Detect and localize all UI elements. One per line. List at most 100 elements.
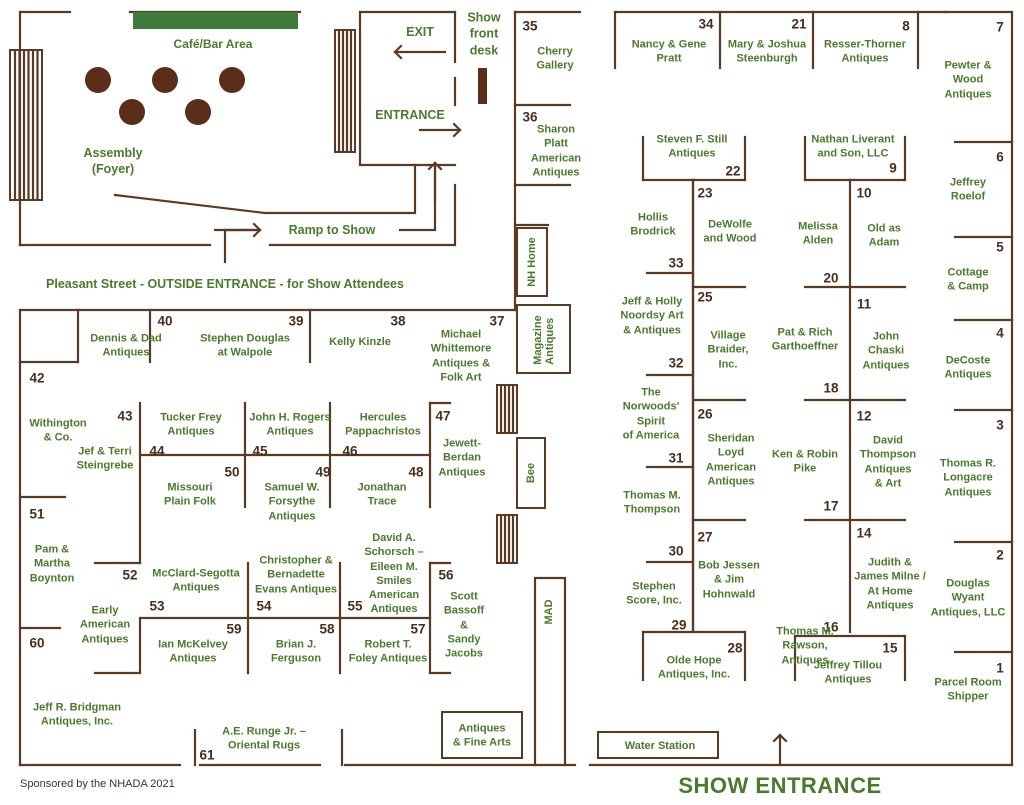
booth-exhibitor: Early American Antiques [79,604,131,646]
booth-exhibitor: Mary & Joshua Steenburgh [727,38,807,65]
wall-line [398,161,437,232]
nh-home-box [516,227,548,297]
booth-exhibitor: Judith & James Milne / At Home Antiques [854,556,926,612]
booth-number: 7 [996,19,1004,35]
booth-number: 45 [252,443,268,459]
display-rack [496,384,518,434]
display-rack [334,29,356,153]
wall-line [533,576,567,767]
booth-exhibitor: Jeffrey Tillou Antiques [813,659,883,686]
wall-line [427,161,443,171]
exit-label: EXIT [406,24,434,39]
wall-line [772,733,788,743]
wall-line [358,10,457,167]
booth-exhibitor: Pam & Martha Boynton [29,543,75,585]
booth-number: 16 [823,619,839,635]
booth-number: 52 [122,567,138,583]
booth-exhibitor: John H. Rogers Antiques [249,411,331,438]
booth-exhibitor: McClard-Segotta Antiques [152,567,240,594]
booth-exhibitor: Scott Bassoff & Sandy Jacobs [443,590,485,660]
booth-number: 46 [342,443,358,459]
booth-number: 59 [226,621,242,637]
table-icon [219,67,245,93]
booth-number: 60 [29,635,45,651]
wall-line [268,183,457,247]
booth-exhibitor: Old as Adam [867,222,901,249]
booth-number: 51 [29,506,45,522]
booth-exhibitor: Bob Jessen & Jim Hohnwald [698,559,760,601]
water-station-label: Water Station [624,739,696,752]
booth-exhibitor: Ian McKelvey Antiques [158,638,228,665]
wall-line [393,44,403,60]
booth-exhibitor: Olde Hope Antiques, Inc. [657,654,731,681]
booth-exhibitor: Jef & Terri Steingrebe [76,445,134,472]
booth-number: 33 [668,255,684,271]
booth-number: 2 [996,547,1004,563]
pleasant-street-label: Pleasant Street - OUTSIDE ENTRANCE - for… [46,276,404,291]
booth-exhibitor: Melissa Alden [798,220,838,247]
booth-number: 28 [727,640,743,656]
booth-exhibitor: Jeffrey Roelof [949,176,987,203]
bee-label: Bee [525,462,537,484]
display-rack [9,49,43,201]
booth-exhibitor: Jeff & Holly Noordsy Art & Antiques [620,295,684,337]
booth-exhibitor: Sheridan Loyd American Antiques [705,432,757,488]
show-entrance-label: SHOW ENTRANCE [678,773,882,798]
booth-number: 55 [347,598,363,614]
booth-exhibitor: Jonathan Trace [357,481,407,508]
booth-number: 61 [199,747,215,763]
booth-number: 29 [671,617,687,633]
booth-exhibitor: Pewter & Wood Antiques [944,59,992,101]
booth-exhibitor: Village Braider, Inc. [707,329,749,371]
antiques-fine-arts-label: Antiques & Fine Arts [452,722,512,749]
booth-number: 9 [889,160,897,176]
wall-line [113,163,417,215]
booth-number: 44 [149,443,165,459]
booth-number: 18 [823,380,839,396]
booth-exhibitor: Ken & Robin Pike [772,448,838,475]
booth-exhibitor: Brian J. Ferguson [270,638,322,665]
booth-exhibitor: David Thompson Antiques & Art [859,434,917,490]
booth-exhibitor: Douglas Wyant Antiques, LLC [930,577,1006,619]
booth-exhibitor: Thomas M. Thompson [623,489,681,516]
booth-number: 58 [319,621,335,637]
booth-number: 49 [315,464,331,480]
booth-exhibitor: John Chaski Antiques [862,330,910,372]
booth-number: 42 [29,370,45,386]
booth-exhibitor: Nathan Liverant and Son, LLC [811,133,895,160]
booth-exhibitor: Tucker Frey Antiques [160,411,222,438]
booth-number: 23 [697,185,713,201]
booth-number: 17 [823,498,839,514]
booth-exhibitor: DeWolfe and Wood [703,218,757,245]
table-icon [119,99,145,125]
cafe-bar [133,12,298,29]
table-icon [185,99,211,125]
booth-exhibitor: Sharon Platt American Antiques [530,123,582,179]
antiques-fine-arts-box [441,711,523,759]
display-rack [496,514,518,564]
booth-number: 12 [856,408,872,424]
show-desk-label: Show front desk [467,10,501,58]
booth-exhibitor: Hercules Pappachristos [345,411,421,438]
cafe-bar-label: Café/Bar Area [173,37,253,51]
booth-number: 38 [390,313,406,329]
magazine-box [516,304,571,374]
booth-number: 34 [698,16,714,32]
booth-number: 56 [438,567,454,583]
booth-exhibitor: Christopher & Bernadette Evans Antiques [254,554,338,596]
booth-exhibitor: DeCoste Antiques [944,354,992,381]
booth-exhibitor: Robert T. Foley Antiques [348,638,428,665]
booth-exhibitor: Resser-Thorner Antiques [824,38,906,65]
booth-number: 30 [668,543,684,559]
nh-home-label: NH Home [526,237,538,287]
water-station-box [597,731,719,759]
booth-number: 43 [117,408,133,424]
booth-number: 22 [725,163,741,179]
booth-exhibitor: Jewett- Berdan Antiques [438,437,486,479]
booth-exhibitor: Withington & Co. [29,417,87,444]
booth-exhibitor: Stephen Score, Inc. [626,580,682,607]
booth-exhibitor: Kelly Kinzle [329,335,391,348]
booth-number: 4 [996,325,1004,341]
booth-number: 35 [522,18,538,34]
